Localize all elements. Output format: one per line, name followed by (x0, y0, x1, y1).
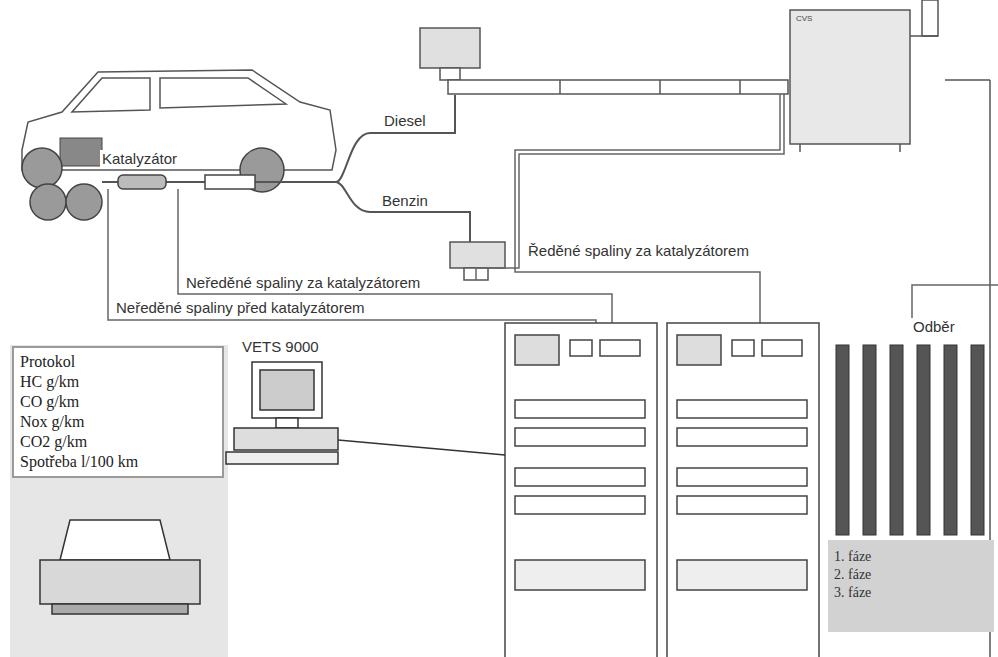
cvs-unit (922, 0, 938, 36)
dyno-roller (30, 184, 102, 220)
sample-bag (863, 345, 876, 535)
protocol-box: ProtokolHC g/kmCO g/kmNox g/kmCO2 g/kmSp… (12, 346, 224, 478)
fuel-label: Diesel (382, 112, 428, 129)
computer (226, 362, 505, 464)
car-outline (72, 78, 150, 112)
cvs-unit (899, 144, 901, 152)
sample-bag (971, 345, 984, 535)
exhaust-pipe (102, 95, 470, 242)
muffler (205, 175, 255, 189)
engine-block (60, 138, 102, 166)
analyzer-rack (515, 468, 645, 486)
analyzer-rack (505, 323, 657, 657)
bag-line (912, 285, 998, 318)
catalyst (118, 175, 166, 189)
analyzer-rack (505, 323, 819, 657)
analyzer-rack (677, 560, 807, 590)
engine-block (60, 138, 102, 166)
car-wheel (22, 148, 284, 192)
sample-line-label: Ředěné spaliny za katalyzátorem (526, 242, 751, 259)
analyzer-rack (677, 335, 721, 365)
dilution-tunnel (739, 80, 741, 94)
unit-label: CVS (796, 14, 812, 23)
analyzer-rack (515, 335, 559, 365)
printer (40, 520, 200, 614)
car-outline (22, 70, 336, 170)
sample-line (515, 94, 780, 323)
sample-line (476, 94, 784, 280)
computer (252, 362, 322, 418)
cvs-unit (790, 10, 910, 144)
sample-bag (917, 345, 930, 535)
phase-label: 3. fáze (834, 584, 988, 602)
protocol-line: HC g/km (20, 372, 216, 392)
dilution-tunnel (659, 80, 661, 94)
printer (52, 604, 188, 614)
printer-area (10, 345, 228, 657)
sample-bag (836, 345, 984, 535)
dilution-tunnel (448, 80, 788, 94)
cvs-unit (945, 79, 990, 81)
computer (276, 418, 298, 428)
analyzer-rack (677, 468, 807, 486)
computer (338, 440, 505, 455)
dilution-tunnel (559, 80, 561, 94)
sample-line-label: Neředěné spaliny před katalyzátorem (114, 299, 366, 316)
cvs-unit (799, 144, 801, 152)
fuel-label: Benzin (380, 192, 430, 209)
analyzer-rack (762, 340, 802, 356)
analyzer-rack (667, 323, 819, 657)
bag-heading: Odběr (910, 318, 958, 335)
analyzer-rack (515, 428, 645, 446)
analyzer-rack (677, 428, 807, 446)
exhaust-pipe (336, 182, 470, 242)
sample-line-label: Neředěné spaliny za katalyzátorem (184, 274, 422, 291)
computer (226, 452, 338, 464)
analyzer-rack (677, 496, 807, 514)
catalyst (118, 175, 166, 189)
exhaust-pipe (336, 95, 455, 182)
phase-label: 1. fáze (834, 548, 988, 566)
dilution-tunnel (420, 28, 480, 68)
part-label: Katalyzátor (100, 150, 179, 167)
sample-line (108, 94, 784, 323)
dilution-tunnel (420, 28, 788, 280)
dyno-roller (30, 184, 66, 220)
protocol-heading: Protokol (20, 352, 216, 372)
protocol-line: Nox g/km (20, 412, 216, 432)
bag-line (912, 285, 998, 318)
car-outline (22, 70, 336, 170)
analyzer-rack (515, 496, 645, 514)
analyzer-rack (515, 560, 645, 590)
sample-bag (890, 345, 903, 535)
printer-area (10, 345, 228, 657)
analyzer-rack (677, 400, 807, 418)
sample-bag (944, 345, 957, 535)
car-outline (160, 78, 286, 108)
cvs-unit (910, 35, 938, 37)
protocol-line: CO g/km (20, 392, 216, 412)
dilution-tunnel (450, 242, 505, 268)
sample-line (108, 189, 596, 323)
car-wheel (22, 148, 62, 188)
printer (40, 560, 200, 604)
analyzer-rack (570, 340, 592, 356)
muffler (205, 175, 255, 189)
printer (60, 520, 170, 560)
device-label: VETS 9000 (240, 338, 321, 355)
analyzer-rack (600, 340, 640, 356)
phase-label: 2. fáze (834, 566, 988, 584)
protocol-line: CO2 g/km (20, 432, 216, 452)
dilution-tunnel (440, 68, 460, 80)
cvs-box: CVS (790, 10, 910, 144)
sample-bag (836, 345, 849, 535)
protocol-line: Spotřeba l/100 km (20, 452, 216, 472)
bag-rack: Odběr 1. fáze2. fáze3. fáze (828, 316, 994, 632)
dyno-roller (66, 184, 102, 220)
analyzer-rack (515, 400, 645, 418)
analyzer-rack (732, 340, 754, 356)
computer (260, 370, 314, 410)
phase-panel: 1. fáze2. fáze3. fáze (828, 540, 994, 632)
computer (234, 428, 338, 450)
